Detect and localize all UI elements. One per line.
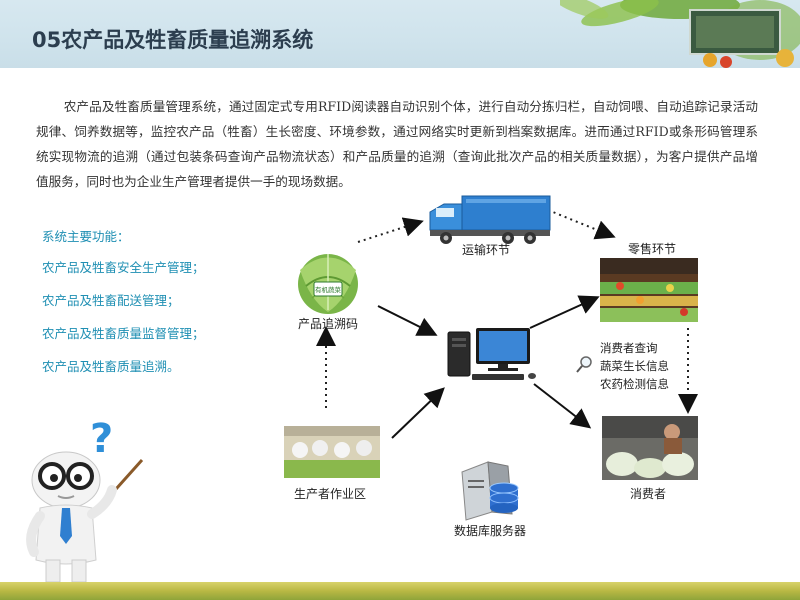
feature-heading: 系统主要功能：: [42, 229, 130, 244]
consumer-query-info: 消费者查询 蔬菜生长信息 农药检测信息: [600, 340, 669, 394]
feature-list: 系统主要功能： 农产品及牲畜安全生产管理； 农产品及牲畜配送管理； 农产品及牲畜…: [42, 226, 205, 389]
intro-paragraph: 农产品及牲畜质量管理系统，通过固定式专用RFID阅读器自动识别个体，进行自动分拣…: [36, 99, 758, 189]
leaves-decoration: [560, 0, 800, 68]
arrow-truck-to-retail: [547, 209, 616, 240]
trace-code-label: 产品追溯码: [298, 317, 359, 331]
magnifier-icon: [576, 356, 592, 373]
arrow-cabbage-to-truck: [357, 217, 424, 243]
query-line: 农药检测信息: [600, 379, 669, 391]
cabbage-product-icon: 有机蔬菜: [298, 254, 358, 314]
consumer-label: 消费者: [630, 487, 667, 501]
database-server-icon: [461, 461, 519, 521]
retail-label: 零售环节: [628, 242, 677, 256]
transport-label: 运输环节: [462, 243, 511, 257]
feature-item: 农产品及牲畜配送管理；: [42, 293, 180, 308]
producer-label: 生产者作业区: [294, 487, 367, 501]
retail-market-photo: [600, 258, 698, 322]
feature-item: 农产品及牲畜安全生产管理；: [42, 260, 205, 275]
computer-icon: [447, 328, 536, 380]
header-banner: 05农产品及牲畜质量追溯系统: [0, 0, 800, 68]
grass-footer: [0, 582, 800, 600]
svg-text:?: ?: [90, 416, 113, 462]
arrow-producer-to-computer: [391, 387, 445, 439]
arrow-computer-to-consumer: [533, 383, 592, 429]
truck-icon: [429, 195, 551, 244]
producer-workshop-photo: [284, 426, 380, 478]
db-server-label: 数据库服务器: [454, 524, 527, 538]
query-line: 蔬菜生长信息: [600, 361, 669, 373]
mascot-icon: ?: [26, 416, 144, 583]
page-title: 05农产品及牲畜质量追溯系统: [32, 28, 314, 52]
feature-item: 农产品及牲畜质量追溯。: [42, 359, 180, 374]
arrow-computer-to-retail: [529, 295, 600, 329]
feature-item: 农产品及牲畜质量监督管理；: [42, 326, 205, 341]
query-line: 消费者查询: [600, 343, 658, 355]
consumer-market-photo: [602, 416, 698, 480]
cabbage-tag-label: 有机蔬菜: [315, 285, 342, 294]
arrow-cabbage-to-computer: [377, 305, 438, 336]
